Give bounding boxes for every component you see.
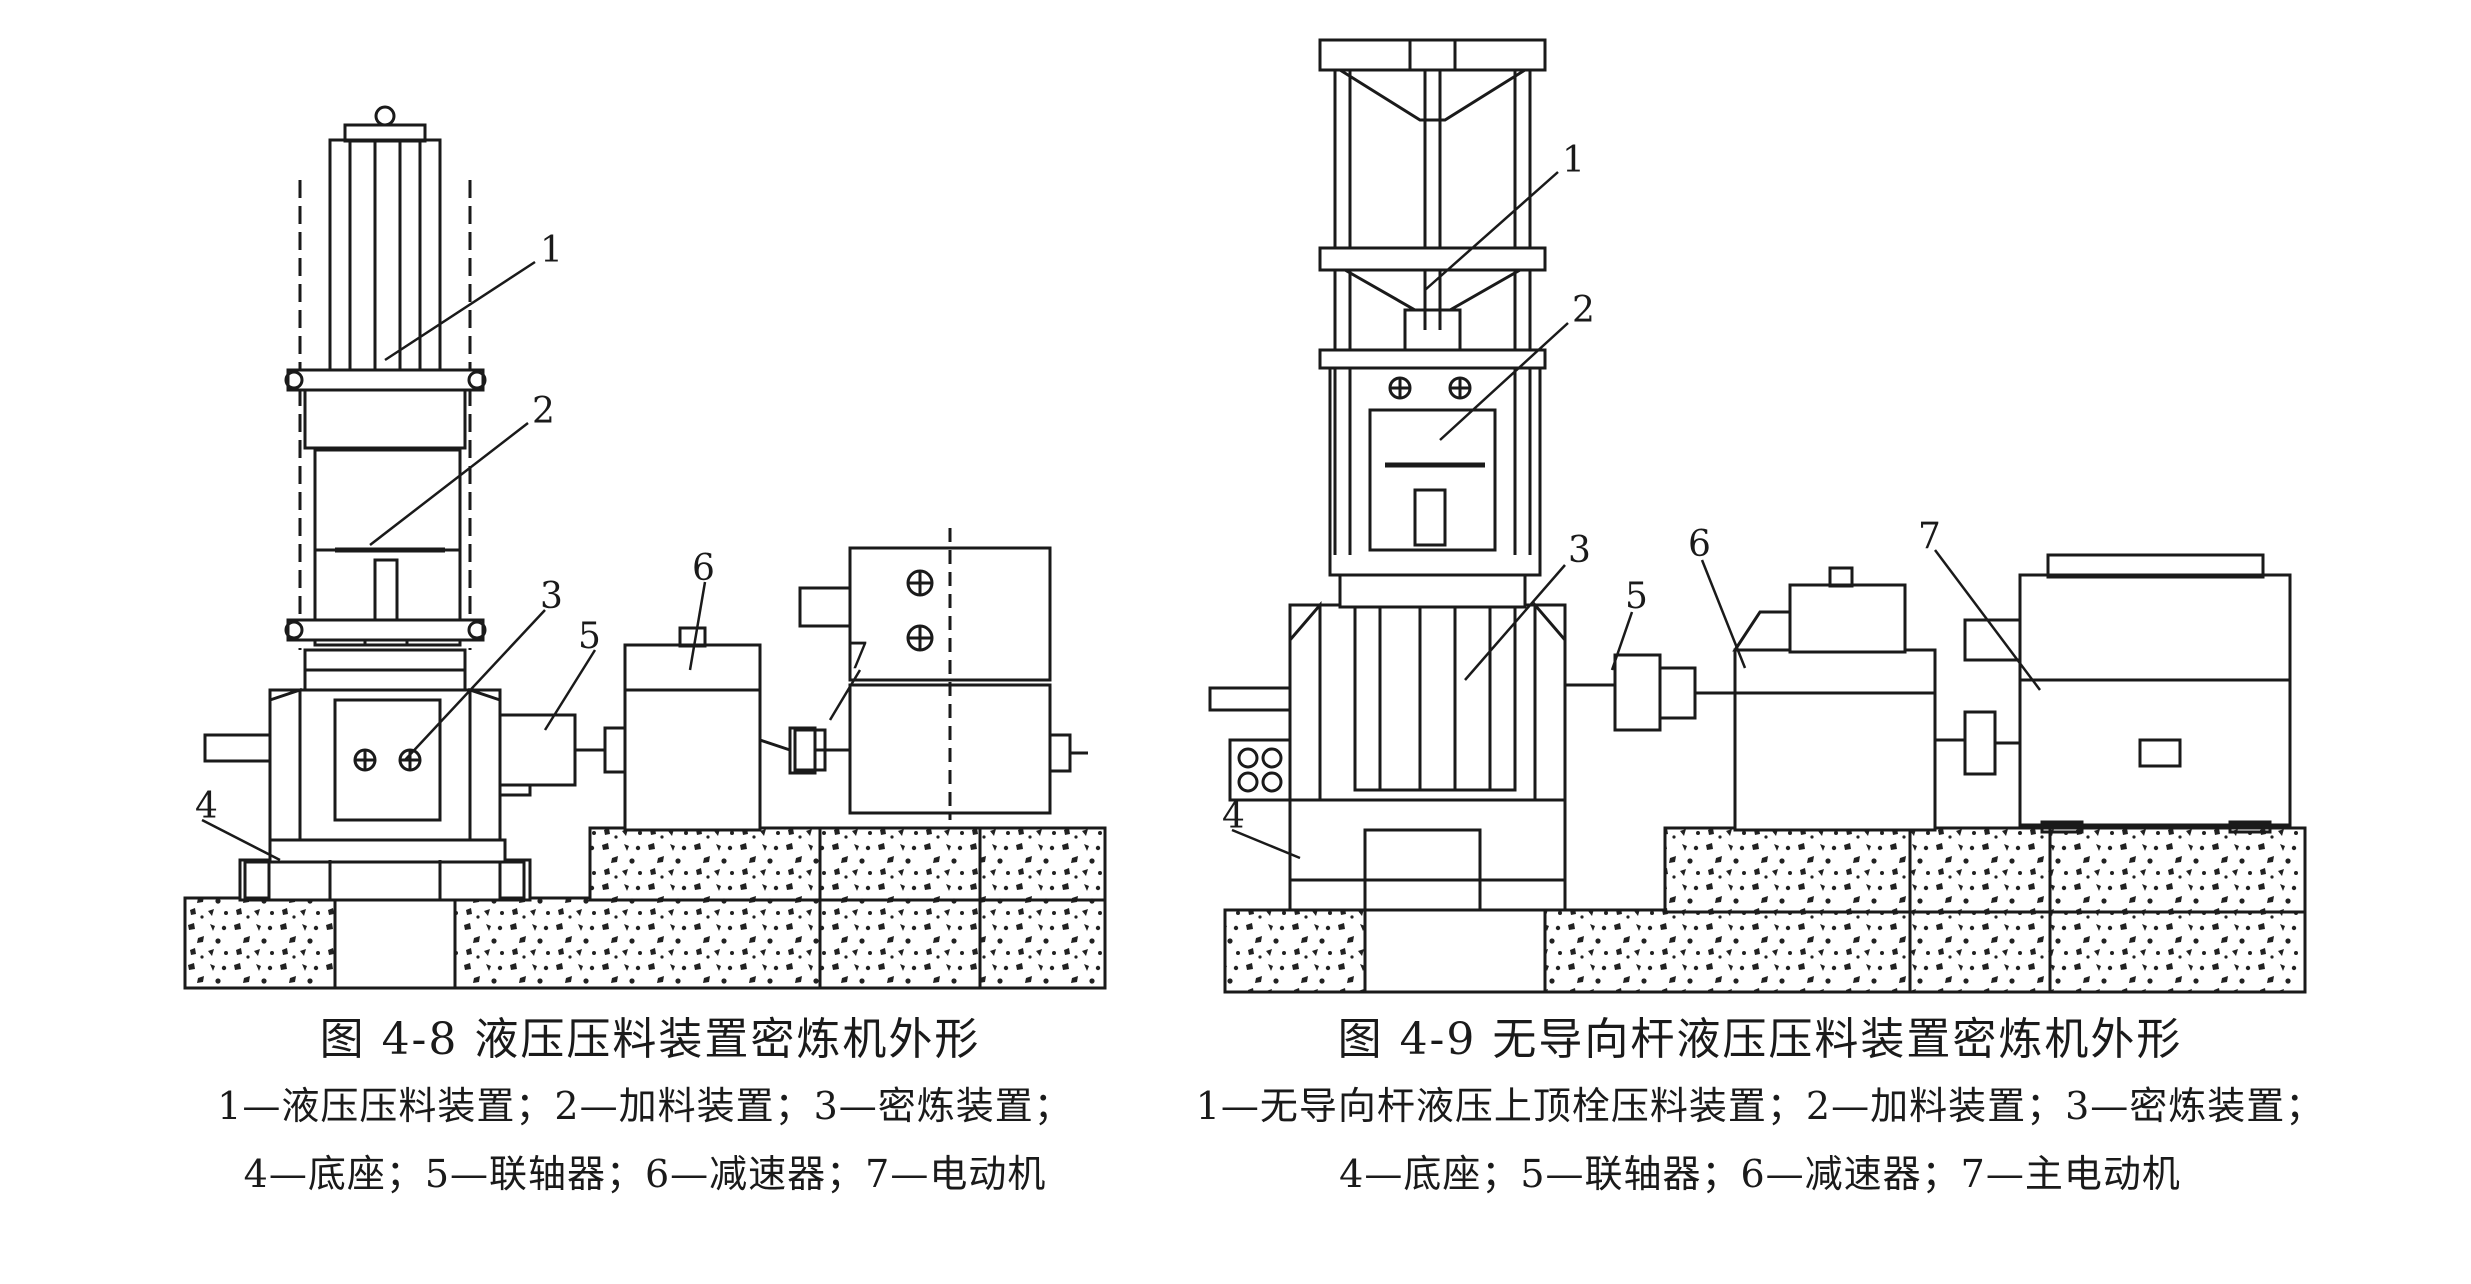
figure-4-9-title: 图 4-9 无导向杆液压压料装置密炼机外形 bbox=[1337, 1014, 2183, 1065]
right-motor bbox=[1963, 553, 2292, 834]
right-callout-5: 5 bbox=[1625, 576, 1648, 617]
right-callouts: 1 2 3 4 5 6 7 bbox=[1222, 140, 1941, 837]
figure-4-9-drawing bbox=[1208, 38, 2307, 994]
left-callouts: 1 2 3 4 5 6 7 bbox=[195, 230, 869, 827]
right-callout-1: 1 bbox=[1562, 140, 1585, 181]
left-hydraulic-press bbox=[284, 105, 487, 650]
left-motor bbox=[798, 528, 1088, 820]
right-coupling bbox=[1565, 653, 1735, 732]
left-coupling bbox=[498, 713, 627, 787]
right-callout-3: 3 bbox=[1568, 530, 1591, 571]
left-callout-1: 1 bbox=[540, 230, 563, 271]
right-reducer bbox=[1732, 566, 2020, 832]
left-callout-6: 6 bbox=[692, 548, 715, 589]
left-hopper bbox=[313, 448, 462, 647]
left-leaders bbox=[201, 260, 862, 862]
right-callout-7: 7 bbox=[1918, 516, 1941, 557]
figure-4-8-legend-line-1: 1—液压压料装置；2—加料装置；3—密炼装置； bbox=[217, 1084, 1073, 1128]
right-callout-6: 6 bbox=[1688, 524, 1711, 565]
figure-4-9-legend-line-1: 1—无导向杆液压上顶栓压料装置；2—加料装置；3—密炼装置； bbox=[1195, 1084, 2325, 1128]
right-callout-4: 4 bbox=[1222, 796, 1245, 837]
right-base bbox=[1228, 738, 1567, 912]
figure-4-8-legend-line-2: 4—底座；5—联轴器；6—减速器；7—电动机 bbox=[243, 1152, 1047, 1196]
right-callout-2: 2 bbox=[1572, 290, 1595, 331]
left-callout-7: 7 bbox=[846, 636, 869, 677]
right-hydraulic-press bbox=[1318, 38, 1547, 555]
left-callout-2: 2 bbox=[532, 391, 555, 432]
left-callout-4: 4 bbox=[195, 786, 218, 827]
figure-4-9-legend-line-2: 4—底座；5—联轴器；6—减速器；7—主电动机 bbox=[1339, 1152, 2181, 1196]
right-foundation bbox=[1223, 826, 2307, 994]
right-mixer-body bbox=[1208, 573, 1567, 802]
figure-4-8-title: 图 4-8 液压压料装置密炼机外形 bbox=[319, 1014, 981, 1065]
right-leaders bbox=[1231, 171, 2041, 860]
left-base bbox=[238, 838, 532, 902]
left-callout-3: 3 bbox=[540, 576, 563, 617]
left-callout-5: 5 bbox=[578, 616, 601, 657]
right-hopper bbox=[1328, 363, 1542, 577]
left-reducer bbox=[623, 626, 850, 832]
figure-4-8-drawing bbox=[183, 105, 1107, 990]
